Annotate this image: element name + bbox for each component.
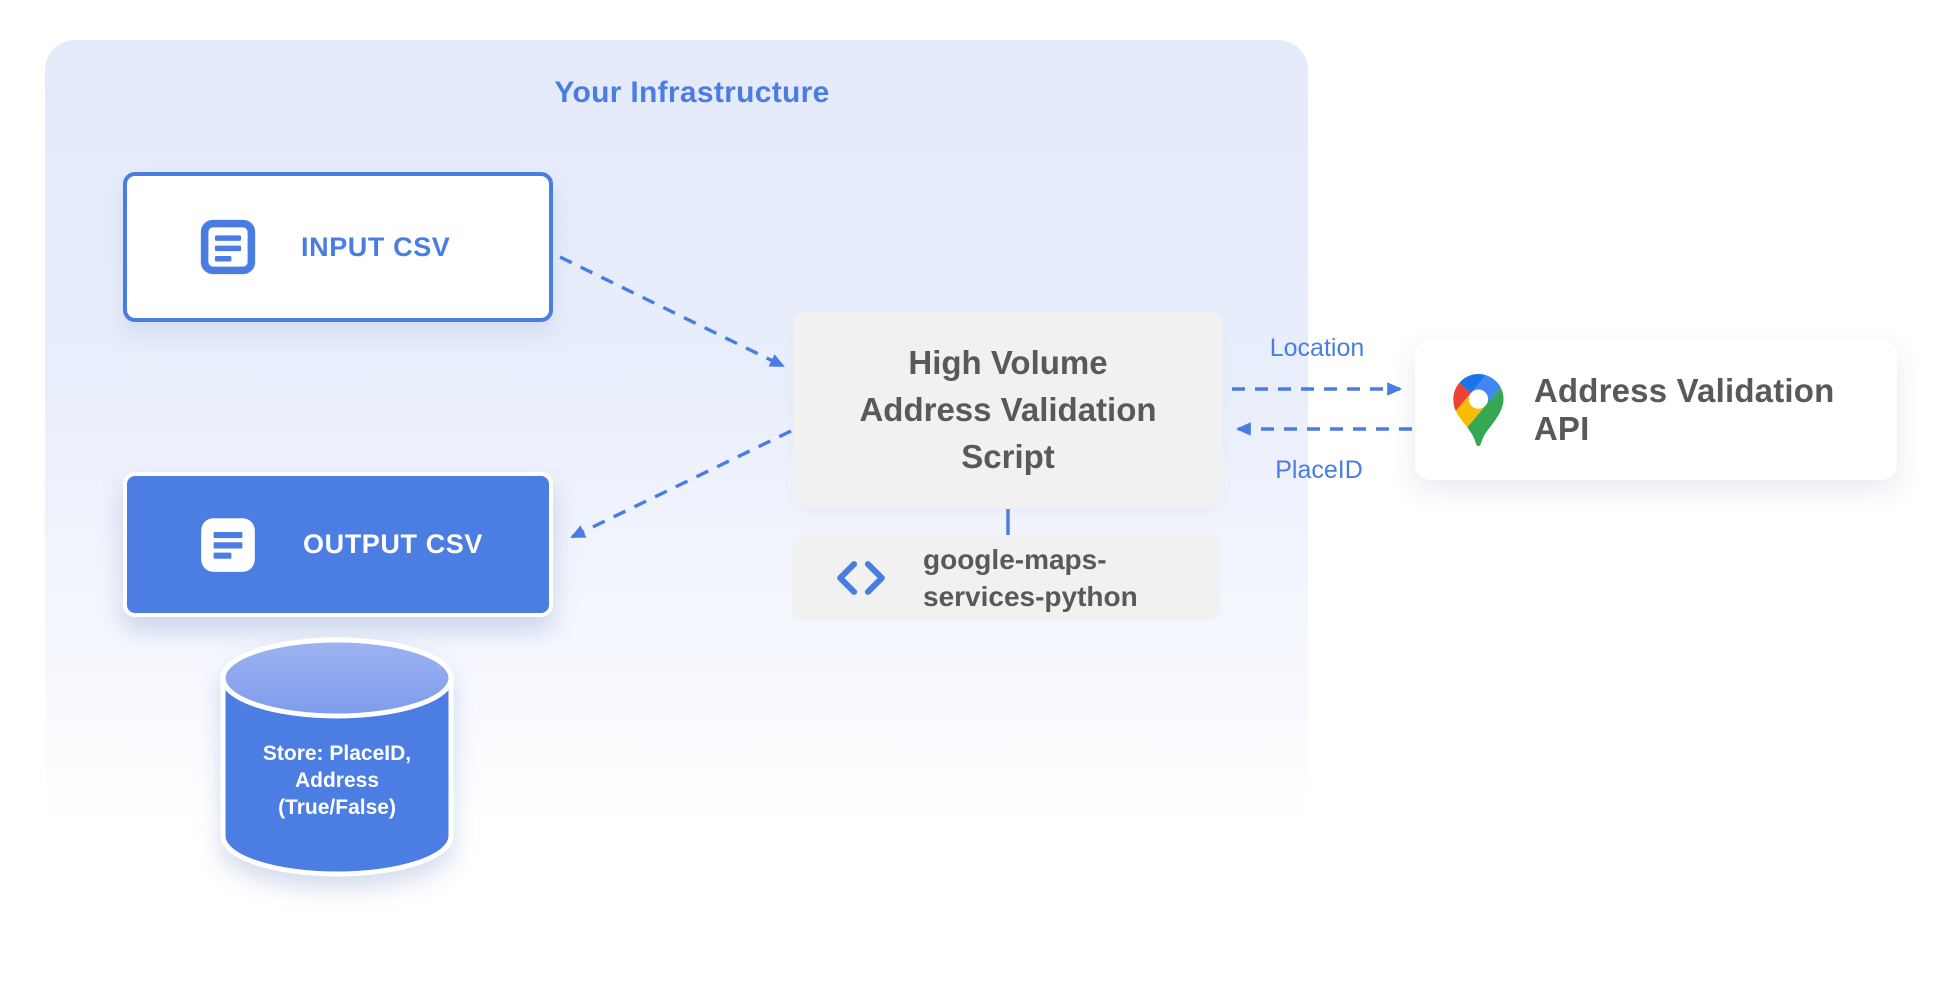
database-cylinder [220, 637, 454, 877]
output-csv-node: OUTPUT CSV [123, 472, 553, 617]
code-brackets-icon [837, 560, 885, 595]
script-node: High Volume Address Validation Script [793, 311, 1223, 508]
input-csv-node: INPUT CSV [123, 172, 553, 322]
library-node: google-maps- services-python [792, 535, 1220, 620]
api-node: Address Validation API [1415, 340, 1897, 480]
input-csv-label: INPUT CSV [301, 231, 451, 262]
google-maps-pin-icon [1453, 374, 1504, 446]
script-label: High Volume Address Validation Script [859, 344, 1157, 475]
infrastructure-title: Your Infrastructure [554, 76, 830, 109]
arrow-script-to-output [570, 429, 792, 539]
document-icon [201, 517, 255, 572]
document-icon [200, 219, 256, 275]
datastore-label: Store: PlaceID, Address (True/False) [262, 742, 412, 819]
arrow-input-to-script [559, 255, 785, 368]
output-csv-label: OUTPUT CSV [303, 529, 484, 559]
placeid-edge-label: PlaceID [1275, 456, 1363, 484]
api-label: Address Validation API [1533, 372, 1835, 447]
location-edge-label: Location [1269, 334, 1365, 362]
library-label: google-maps- services-python [923, 543, 1138, 612]
